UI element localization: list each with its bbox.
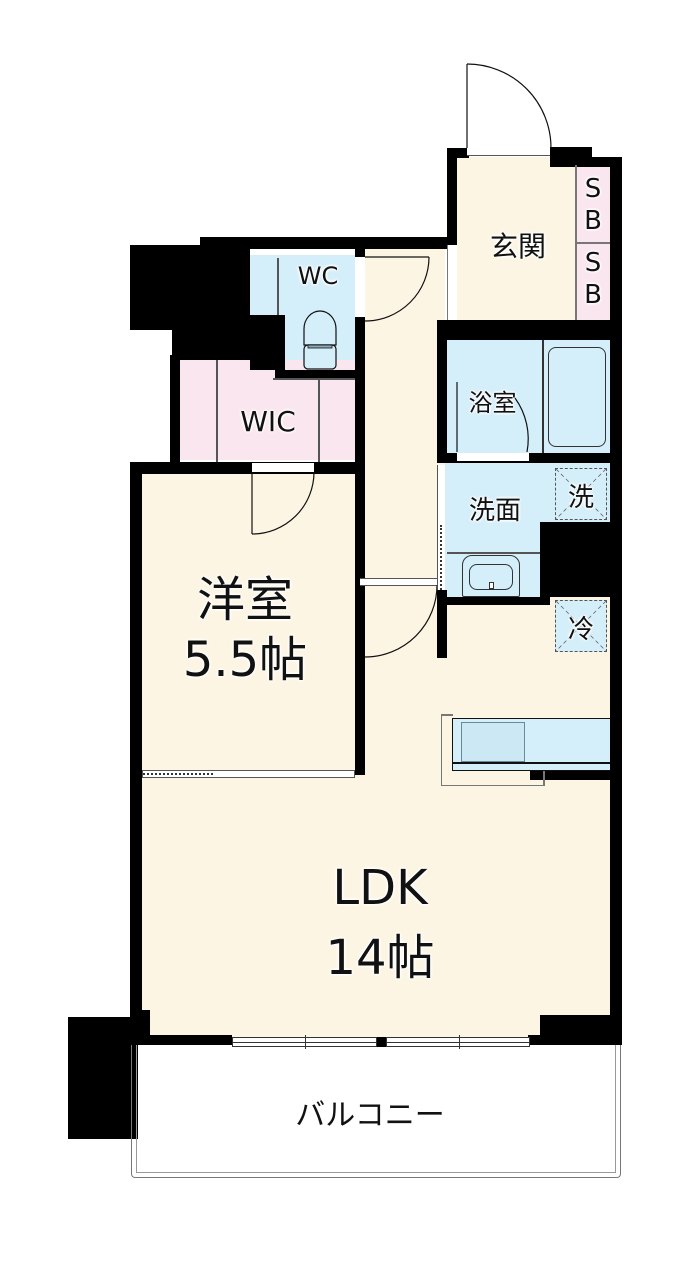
wc-partition [277, 258, 279, 315]
wall-wc-left-mass [250, 315, 285, 370]
bathtub-divider [542, 340, 544, 453]
kitchen-counter-outline-right [543, 770, 545, 786]
bathroom-door-swing[interactable] [455, 380, 535, 455]
shoe-box-divider [575, 165, 577, 320]
wall-western-top [130, 462, 360, 474]
washroom-floor [445, 462, 610, 522]
shoe-box-1-s: S [584, 174, 602, 204]
washroom-sliding-door[interactable] [437, 465, 445, 590]
wall-wic-left [170, 355, 180, 467]
wall-wc-bottom [275, 370, 365, 380]
shoe-box-1-b: B [584, 206, 602, 236]
wc-door-opening [355, 257, 365, 317]
wall-entrance-top-left [447, 148, 469, 158]
wall-ldk-bottom-right [528, 1035, 622, 1045]
wall-wash-mass [540, 522, 612, 597]
wall-top-wc [200, 237, 455, 249]
wall-entrance-left [447, 148, 457, 248]
washroom-counter-line [447, 552, 540, 554]
wall-right-upper [575, 157, 620, 167]
ldk-label: LDK [332, 860, 428, 916]
washroom-label: 洗面 [468, 496, 521, 526]
western-room-floor [140, 472, 355, 772]
corridor-door-swing[interactable] [364, 584, 440, 665]
kitchen-counter [452, 718, 610, 771]
wall-left-upper-block [130, 245, 180, 330]
toilet-icon [303, 310, 337, 370]
exterior-wall-right [610, 157, 622, 1042]
shoe-box-mid-divider [576, 242, 610, 244]
shoe-box-2-s: S [584, 248, 602, 278]
wic-shelf-right [318, 380, 320, 462]
western-room-sliding-door[interactable] [142, 770, 355, 778]
kitchen-counter-outline [441, 714, 545, 786]
wall-wc-right [355, 245, 365, 775]
entrance-label: 玄関 [489, 230, 546, 263]
wc-label: WC [297, 262, 339, 290]
pillar-bottom-left [68, 1017, 138, 1139]
corridor-floor [360, 245, 445, 775]
wall-ldk-bottom-left [130, 1035, 232, 1045]
western-room-door-swing[interactable] [250, 471, 320, 542]
wall-bath-bottom [437, 453, 622, 463]
wic-label: WIC [240, 405, 296, 438]
ldk-size: 14帖 [325, 930, 435, 986]
wic-shelf-top [273, 378, 355, 380]
washbasin-icon [462, 555, 520, 597]
bathroom-floor [445, 340, 610, 455]
shoe-box-2[interactable]: S B [576, 245, 610, 317]
wall-bath-left [437, 320, 447, 460]
wall-wash-bottom [440, 597, 550, 605]
washer-label: 洗 [567, 483, 594, 513]
balcony-label: バルコニー [295, 1098, 445, 1133]
entrance-floor [455, 157, 580, 322]
kitchen-counter-outline-top [441, 714, 453, 716]
ldk-floor [140, 775, 610, 1015]
balcony-window-left[interactable] [232, 1035, 377, 1049]
wall-bath-top [437, 320, 622, 340]
fridge-label: 冷 [567, 615, 594, 645]
entrance-door-swing[interactable] [465, 62, 555, 152]
western-room-size: 5.5帖 [182, 632, 308, 688]
wall-kitchen-counter-base [530, 770, 615, 780]
entrance-door-threshold [467, 148, 550, 156]
entrance-step [447, 245, 457, 320]
balcony [131, 1045, 621, 1178]
balcony-window-right[interactable] [386, 1035, 530, 1049]
shoe-box-1[interactable]: S B [576, 170, 610, 240]
bathroom-door-opening [457, 453, 529, 461]
bathroom-label: 浴室 [468, 389, 517, 417]
shoe-box-2-b: B [584, 280, 602, 310]
corridor-door-opening [360, 578, 440, 586]
wall-wash-left-lower [437, 590, 447, 658]
western-room-label: 洋室 [196, 572, 293, 628]
bathtub-icon [548, 347, 606, 447]
wall-ldk-corner-right [540, 1015, 620, 1040]
wc-door-swing[interactable] [364, 255, 435, 325]
washer-space: 洗 [555, 468, 607, 520]
wic-door-opening [252, 463, 314, 472]
window-mullion [377, 1037, 386, 1047]
wic-shelf-left [216, 360, 218, 462]
wall-left-mass [172, 245, 250, 360]
exterior-wall-left [130, 463, 142, 1043]
fridge-space: 冷 [555, 600, 607, 652]
